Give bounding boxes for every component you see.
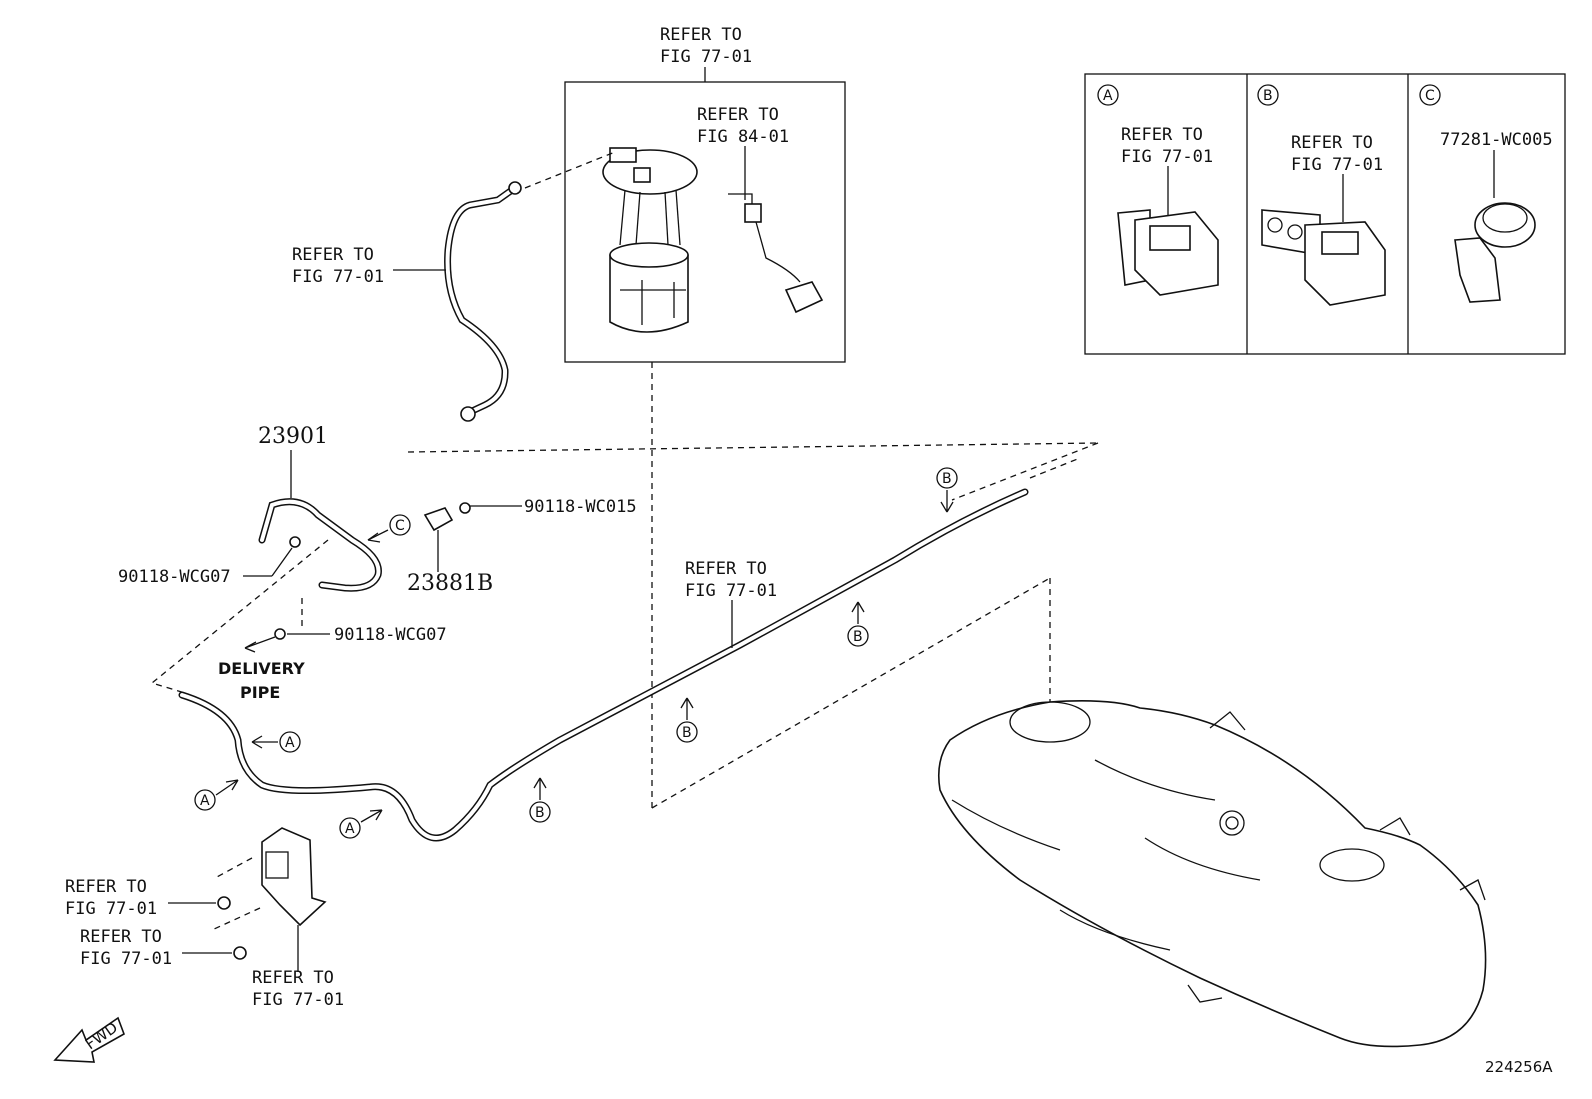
figure-id: 224256A [1485, 1058, 1553, 1076]
pipe-callouts: A A A B B B B [194, 467, 958, 839]
refer-nut2-line1: REFER TO [80, 927, 162, 947]
key-a-letter: A [1103, 88, 1113, 104]
refer-top-line2: FIG 77-01 [660, 47, 752, 67]
clip-c-icon [1454, 202, 1536, 303]
fuel-pipe-group: REFER TO FIG 77-01 [178, 488, 1029, 842]
bracket-icon [423, 507, 454, 532]
fuel-pump-module-group: REFER TO FIG 77-01 REFER TO FIG 84-01 [564, 25, 846, 363]
refer-pipe-line2: FIG 77-01 [685, 581, 777, 601]
refer-hose-line2: FIG 77-01 [292, 267, 384, 287]
hose-23901-group: 23901 C 90118-WCG07 [118, 424, 411, 592]
clip-key-boxes: A REFER TO FIG 77-01 B REFER TO FIG 77-0… [1084, 73, 1566, 355]
protector-group: REFER TO FIG 77-01 REFER TO FIG 77-01 RE… [65, 827, 344, 1010]
refer-nut2-line2: FIG 77-01 [80, 949, 172, 969]
fwd-arrow-icon: FWD [53, 1016, 125, 1063]
refer-box-a-line1: REFER TO [1121, 125, 1203, 145]
callout-b4-letter: B [942, 471, 952, 487]
part-bolt-label: 90118-WC015 [524, 497, 637, 517]
callout-a2-circle [194, 789, 216, 811]
callout-b2-circle [676, 721, 698, 743]
clamp2-icon [274, 628, 286, 640]
refer-sender-line2: FIG 84-01 [697, 127, 789, 147]
callout-b1-letter: B [535, 805, 545, 821]
key-a-circle [1097, 84, 1119, 106]
callout-b2-letter: B [682, 725, 692, 741]
bolt-icon [459, 502, 471, 514]
callout-a2-letter: A [200, 793, 210, 809]
pipe-protector-icon [261, 827, 327, 927]
refer-box-b-line1: REFER TO [1291, 133, 1373, 153]
callout-a3-circle [339, 817, 361, 839]
nut2-icon [233, 946, 247, 960]
assembly-dashed-lines [150, 362, 1099, 809]
fuel-tank-icon [937, 700, 1487, 1048]
refer-nut1-line1: REFER TO [65, 877, 147, 897]
refer-box-b-line2: FIG 77-01 [1291, 155, 1383, 175]
part-clamp2-label: 90118-WCG07 [334, 625, 447, 645]
fuel-pump-box [564, 81, 846, 363]
part-hose-label: 23901 [258, 424, 328, 449]
delivery-pipe-line1: DELIVERY [218, 659, 305, 678]
callout-a3-letter: A [345, 821, 355, 837]
clip-b-icon [1261, 209, 1386, 306]
callout-b3-letter: B [853, 629, 863, 645]
refer-top-line1: REFER TO [660, 25, 742, 45]
key-b-letter: B [1263, 88, 1273, 104]
fuel-pump-icon [602, 147, 698, 333]
refer-sender-line1: REFER TO [697, 105, 779, 125]
refer-pipe-line1: REFER TO [685, 559, 767, 579]
refer-box-a-line2: FIG 77-01 [1121, 147, 1213, 167]
vapor-hose-group: REFER TO FIG 77-01 [292, 151, 616, 422]
refer-protector-line1: REFER TO [252, 968, 334, 988]
callout-a1-circle [279, 731, 301, 753]
fuel-sender-icon [728, 193, 824, 314]
key-b-circle [1257, 84, 1279, 106]
key-c-circle [1419, 84, 1441, 106]
callout-a1-letter: A [285, 735, 295, 751]
clip-key-frame [1084, 73, 1566, 355]
part-clamp1-label: 90118-WCG07 [118, 567, 231, 587]
key-c-letter: C [1425, 88, 1435, 104]
callout-b1-circle [529, 801, 551, 823]
part-bracket-label: 23881B [407, 571, 493, 596]
nut1-icon [217, 896, 231, 910]
callout-c-circle [389, 514, 411, 536]
delivery-pipe-group: 90118-WCG07 DELIVERY PIPE [218, 598, 447, 702]
refer-protector-line2: FIG 77-01 [252, 990, 344, 1010]
part-clip-c-label: 77281-WC005 [1440, 130, 1553, 150]
delivery-pipe-line2: PIPE [240, 683, 280, 702]
bracket-bolt-group: 90118-WC015 23881B [407, 497, 637, 596]
clip-a-icon [1117, 209, 1219, 296]
callout-b3-circle [847, 625, 869, 647]
callout-b4-circle [936, 467, 958, 489]
refer-nut1-line2: FIG 77-01 [65, 899, 157, 919]
refer-hose-line1: REFER TO [292, 245, 374, 265]
callout-c-letter: C [395, 518, 405, 534]
